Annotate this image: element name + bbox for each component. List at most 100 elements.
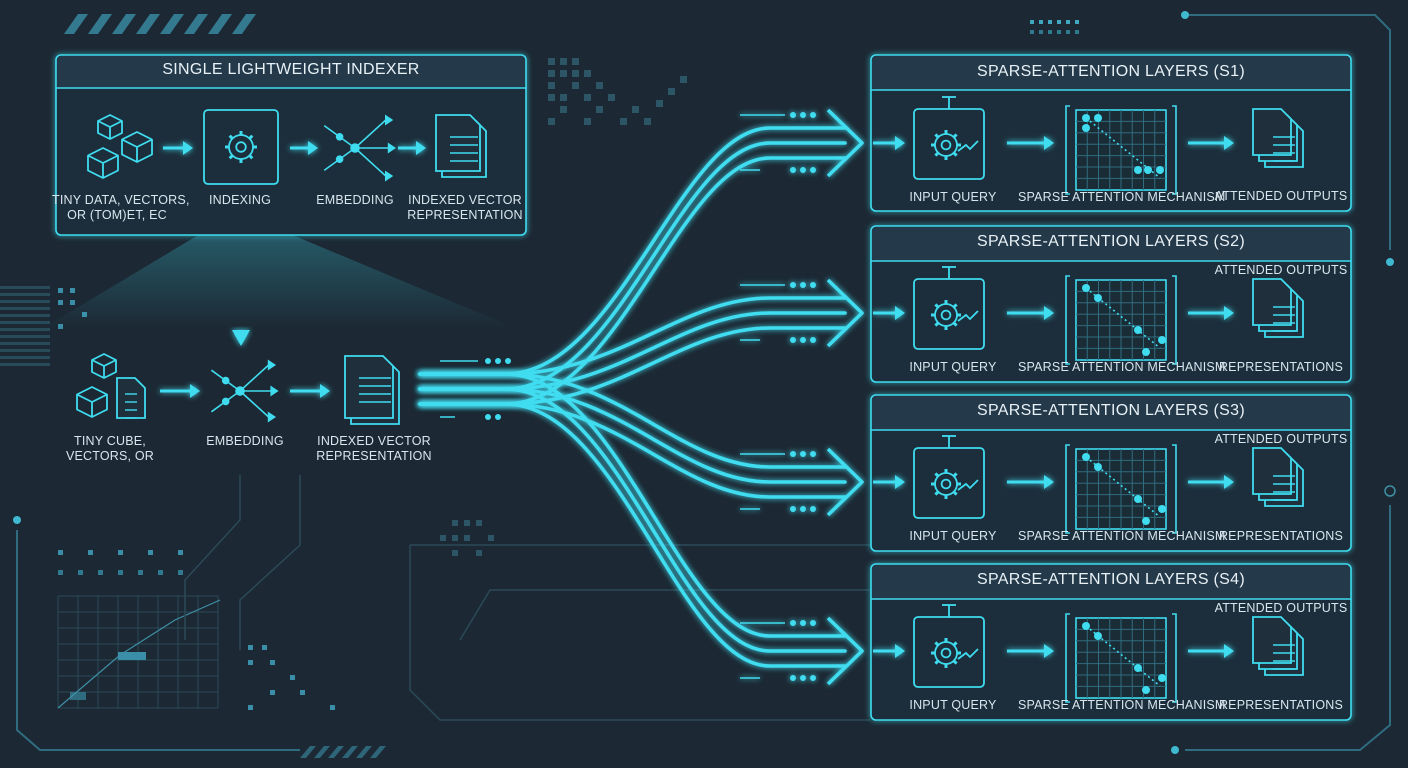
- trend-line: [957, 479, 979, 491]
- dot-accent: [790, 620, 796, 626]
- dot-decoration: [1057, 30, 1061, 34]
- pipeline-step-label: TINY CUBE, VECTORS, OR: [65, 434, 155, 463]
- stripe-decoration: [0, 293, 50, 296]
- dot-decoration: [248, 705, 253, 710]
- dot-accent: [790, 112, 796, 118]
- dot-decoration: [58, 288, 63, 293]
- panel-header: [872, 56, 1350, 90]
- attention-point: [1094, 294, 1102, 302]
- grid-highlight: [70, 692, 86, 700]
- gear-tooth: [952, 472, 958, 478]
- dot-decoration: [560, 94, 567, 101]
- input-query-icon: [913, 266, 985, 350]
- attention-point: [1158, 674, 1166, 682]
- dot-decoration: [58, 300, 63, 305]
- flow-branch: [418, 278, 864, 406]
- dot-decoration: [1030, 20, 1034, 24]
- dot-accent: [810, 112, 816, 118]
- dot-accent: [800, 337, 806, 343]
- dot-decoration: [1048, 30, 1052, 34]
- output-top-label: ATTENDED OUTPUTS: [1214, 432, 1348, 446]
- dot-decoration: [118, 550, 123, 555]
- dot-decoration: [464, 520, 470, 526]
- indexer-step-label: INDEXING: [208, 193, 272, 207]
- stripe-decoration: [0, 335, 50, 338]
- gear-tooth: [952, 659, 958, 665]
- node-arrow: [387, 142, 397, 154]
- layer-title: SPARSE-ATTENTION LAYERS (S3): [976, 402, 1245, 419]
- attention-matrix-icon: [1065, 444, 1177, 534]
- attention-point: [1094, 463, 1102, 471]
- cube-outline: [76, 386, 108, 418]
- dot-decoration: [1048, 20, 1052, 24]
- gear-tooth: [952, 151, 958, 157]
- gear-tooth: [952, 321, 958, 327]
- dot-decoration: [548, 82, 555, 89]
- indexer-panel: [55, 54, 527, 236]
- gear-tooth: [952, 303, 958, 309]
- dot-decoration: [584, 94, 591, 101]
- dot-accent: [790, 337, 796, 343]
- cube-icon: [87, 147, 119, 179]
- gear-tooth: [248, 134, 254, 140]
- input-query-icon: [913, 96, 985, 180]
- dot-accent: [810, 675, 816, 681]
- attention-point: [1082, 124, 1090, 132]
- stripe-decoration: [184, 14, 208, 34]
- edge: [354, 119, 387, 149]
- beam-glow: [40, 234, 520, 330]
- attention-point: [1082, 284, 1090, 292]
- dot-decoration: [488, 535, 494, 541]
- flow-line: [418, 126, 847, 376]
- dot-decoration: [88, 550, 93, 555]
- dot-decoration: [680, 76, 687, 83]
- dot-decoration: [440, 535, 446, 541]
- dot-accent: [800, 112, 806, 118]
- page: [435, 114, 481, 172]
- node: [335, 133, 344, 141]
- trace-line: [184, 475, 241, 640]
- pipeline-step-label: EMBEDDING: [206, 434, 284, 448]
- flow-branch: [418, 372, 864, 517]
- input-query-label: INPUT QUERY: [909, 529, 997, 543]
- attention-matrix-icon: [1065, 105, 1177, 195]
- dot-decoration: [78, 570, 83, 575]
- gear-hub: [940, 139, 952, 151]
- output-label: ATTENDED OUTPUTS: [1214, 189, 1348, 203]
- layer-title: SPARSE-ATTENTION LAYERS (S4): [976, 571, 1245, 588]
- gear-hub: [940, 478, 952, 490]
- dot-decoration: [248, 645, 253, 650]
- dot-decoration: [644, 118, 651, 125]
- gear-tooth: [934, 472, 940, 478]
- network-icon: [323, 114, 397, 182]
- arrow-head: [1044, 475, 1054, 489]
- arrow-head: [895, 475, 905, 489]
- attention-point: [1142, 348, 1150, 356]
- dot-decoration: [1066, 20, 1070, 24]
- attention-matrix-icon: [1065, 275, 1177, 365]
- document-icon: [1252, 447, 1304, 507]
- dot-decoration: [248, 660, 253, 665]
- document-icon: [435, 114, 487, 178]
- stripe-decoration: [112, 14, 136, 34]
- icons: [76, 96, 1304, 703]
- flow-line: [418, 311, 847, 391]
- stripe-decoration: [0, 314, 50, 317]
- node-arrow: [267, 359, 277, 371]
- document-icon: [1252, 616, 1304, 676]
- dot-decoration: [464, 535, 470, 541]
- trend-line: [957, 140, 979, 152]
- arrow-head: [1224, 644, 1234, 658]
- stripe-decoration: [232, 14, 256, 34]
- dot-decoration: [572, 82, 579, 89]
- stripe-decoration: [342, 746, 358, 758]
- output-top-label: ATTENDED OUTPUTS: [1214, 263, 1348, 277]
- dot-accent: [495, 414, 501, 420]
- gear-tooth: [934, 490, 940, 496]
- dot-decoration: [572, 70, 579, 77]
- node-arrow: [384, 170, 394, 182]
- dot-decoration: [560, 58, 567, 65]
- indexer-step-label: INDEXED VECTOR REPRESENTATION: [407, 193, 523, 222]
- flow-chevron: [826, 447, 864, 517]
